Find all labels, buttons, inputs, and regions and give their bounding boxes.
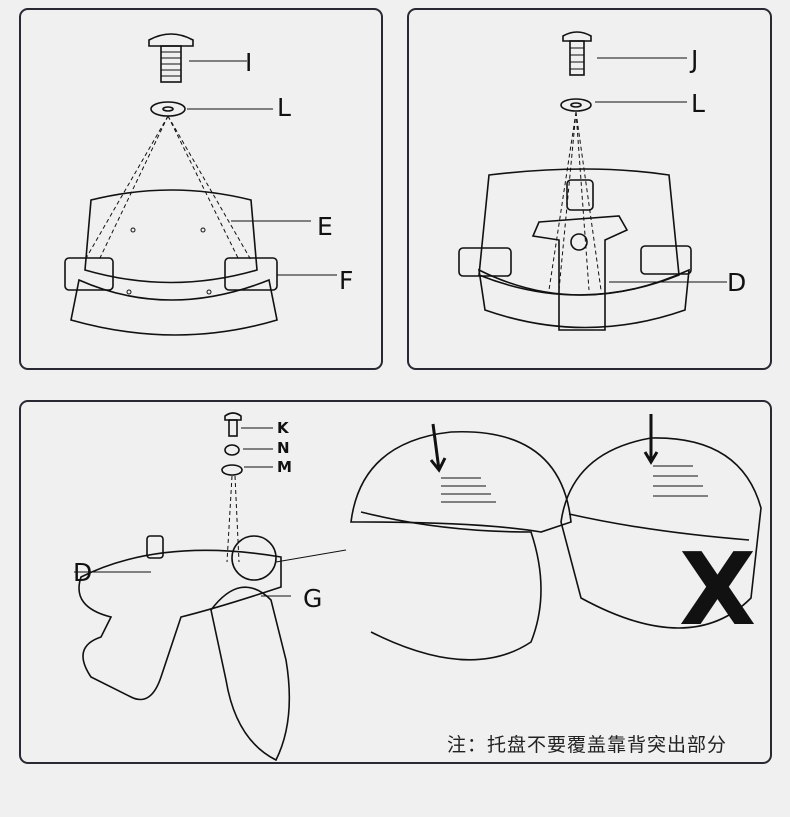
chair-assembly-icon — [78, 535, 291, 762]
detail-correct-icon — [350, 423, 572, 661]
backrest-armrest-illustration — [64, 33, 337, 336]
label-f: F — [339, 266, 354, 295]
backrest-e-icon — [70, 189, 278, 336]
label-l: L — [277, 93, 291, 122]
label-d: D — [73, 558, 93, 587]
spring-washer-n-icon — [224, 444, 240, 456]
label-e: E — [317, 212, 333, 241]
mechanism-d-icon — [531, 179, 629, 331]
step-panel-mechanism: J L D — [407, 8, 772, 370]
washer-l-icon — [560, 98, 592, 112]
seat-attachment-illustration — [74, 412, 762, 762]
label-n: N — [277, 439, 290, 457]
label-g: G — [303, 584, 323, 613]
label-i: I — [245, 48, 253, 77]
bolt-j-icon — [562, 31, 592, 76]
washer-m-icon — [221, 464, 243, 476]
label-l: L — [691, 89, 705, 118]
washer-l-icon — [150, 101, 186, 117]
detail-wrong-icon — [560, 414, 762, 629]
step-panel-seat-attachment: K N M D G X 注：托盘不要覆盖靠背突出部分 — [19, 400, 772, 764]
assembly-note: 注：托盘不要覆盖靠背突出部分 — [447, 734, 728, 756]
label-k: K — [277, 419, 289, 437]
armrest-f-icon — [64, 257, 278, 291]
wrong-mark-icon: X — [679, 531, 757, 648]
bolt-i-icon — [148, 33, 194, 83]
mechanism-illustration — [458, 31, 727, 331]
step-panel-backrest-armrest: I L E F — [19, 8, 383, 370]
bolt-k-icon — [224, 412, 242, 437]
label-d: D — [727, 268, 747, 297]
label-m: M — [277, 458, 292, 476]
label-j: J — [691, 45, 699, 74]
